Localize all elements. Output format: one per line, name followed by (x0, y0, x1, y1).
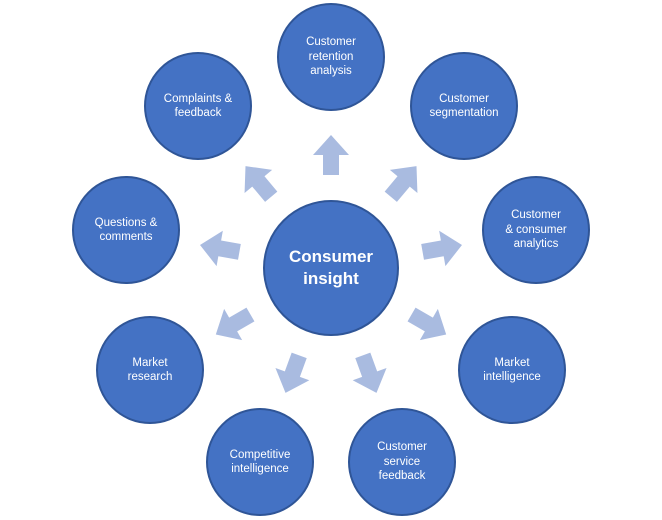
node-label: Questions & comments (94, 216, 158, 244)
center-node-label: Consumer insight (288, 247, 374, 288)
node-customer-segmentation: Customer segmentation (410, 52, 518, 160)
arrow-to-analytics-icon (421, 230, 462, 267)
node-complaints-feedback: Complaints & feedback (144, 52, 252, 160)
node-label: Complaints & feedback (163, 92, 233, 120)
arrow-to-complaints-icon (244, 166, 278, 202)
node-customer-consumer-analytics: Customer & consumer analytics (482, 176, 590, 284)
node-customer-retention-analysis: Customer retention analysis (277, 3, 385, 111)
node-label: Customer & consumer analytics (505, 209, 567, 251)
arrow-to-questions-icon (200, 230, 241, 267)
node-label: Customer segmentation (429, 92, 499, 120)
arrow-to-retention-icon (313, 135, 349, 175)
node-label: Market intelligence (483, 356, 541, 384)
node-customer-service-feedback: Customer service feedback (348, 408, 456, 516)
node-competitive-intelligence: Competitive intelligence (206, 408, 314, 516)
arrow-to-service-feedback-icon (352, 352, 387, 393)
node-label: Customer retention analysis (306, 36, 356, 78)
arrow-to-market-research-icon (215, 307, 255, 341)
node-label: Competitive intelligence (229, 448, 291, 476)
arrow-to-market-intelligence-icon (407, 307, 447, 341)
arrow-to-segmentation-icon (384, 166, 418, 202)
center-node: Consumer insight (263, 200, 399, 336)
node-questions-comments: Questions & comments (72, 176, 180, 284)
node-label: Market research (127, 356, 173, 384)
node-market-intelligence: Market intelligence (458, 316, 566, 424)
arrow-to-competitive-intelligence-icon (275, 352, 310, 393)
node-label: Customer service feedback (377, 441, 427, 483)
node-market-research: Market research (96, 316, 204, 424)
